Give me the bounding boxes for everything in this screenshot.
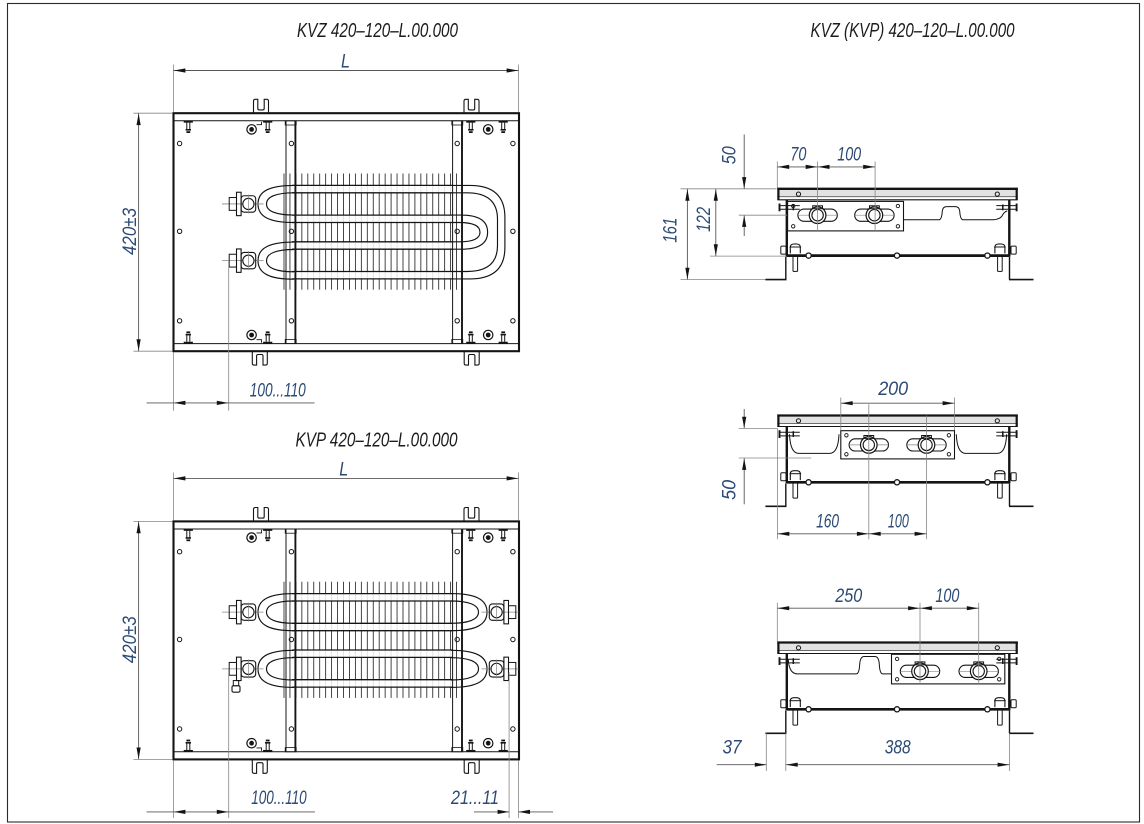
svg-text:100: 100 [888,511,909,533]
svg-text:KVZ 420–120–L.00.000: KVZ 420–120–L.00.000 [297,19,458,42]
svg-text:L: L [341,51,350,73]
svg-text:250: 250 [834,585,862,607]
svg-text:21...11: 21...11 [450,787,499,809]
svg-text:50: 50 [718,480,740,500]
svg-text:420±3: 420±3 [119,616,141,663]
svg-text:388: 388 [885,737,911,759]
svg-text:100...110: 100...110 [251,787,307,809]
svg-text:100: 100 [935,585,959,607]
svg-text:100...110: 100...110 [250,380,306,402]
svg-text:122: 122 [693,207,715,232]
svg-text:KVZ (KVP) 420–120–L.00.000: KVZ (KVP) 420–120–L.00.000 [811,19,1015,42]
svg-text:160: 160 [816,511,839,533]
svg-text:KVP 420–120–L.00.000: KVP 420–120–L.00.000 [296,428,458,451]
svg-text:37: 37 [723,737,743,759]
svg-text:420±3: 420±3 [119,208,141,255]
svg-text:100: 100 [837,144,861,166]
svg-text:70: 70 [790,144,806,166]
svg-text:L: L [339,458,348,480]
svg-text:200: 200 [877,378,908,400]
svg-text:161: 161 [660,218,682,243]
svg-text:50: 50 [719,146,741,164]
